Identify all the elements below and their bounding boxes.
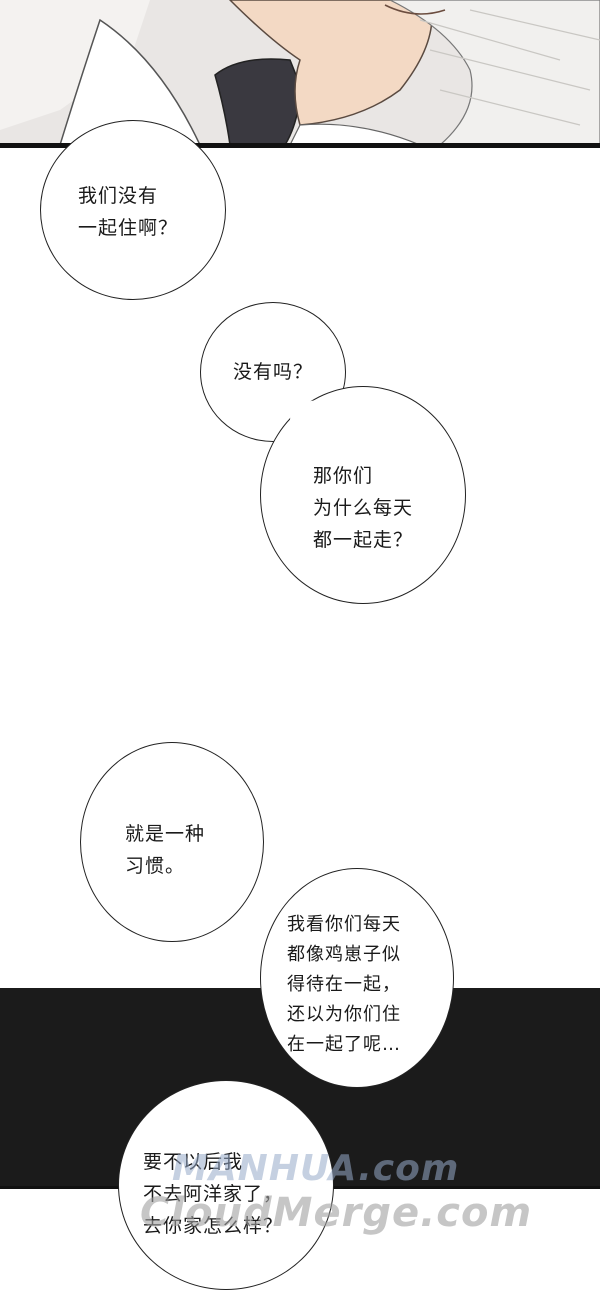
speech-bubble-5 (260, 868, 454, 1088)
speech-text-5: 我看你们每天 都像鸡崽子似 得待在一起， 还以为你们住 在一起了呢… (287, 914, 401, 1055)
top-illustration-panel (0, 0, 600, 145)
bubble-merge-cover (290, 400, 350, 440)
character-illustration (0, 0, 600, 145)
watermark-line-1: MANHUA.com (172, 1148, 460, 1189)
speech-text-4: 就是一种 习惯。 (125, 823, 206, 877)
speech-text-3: 那你们 为什么每天 都一起走？ (313, 465, 414, 551)
speech-bubble-4 (80, 742, 264, 942)
watermark-line-2: CloudMerge.com (140, 1190, 533, 1236)
panel-border (0, 143, 600, 148)
speech-text-6: 要不以后我 不去阿洋家了， 去你家怎么样？ (143, 1151, 284, 1237)
speech-text-2: 没有吗？ (233, 361, 314, 383)
speech-bubble-1 (40, 120, 226, 300)
speech-text-1: 我们没有 一起住啊？ (78, 185, 179, 239)
